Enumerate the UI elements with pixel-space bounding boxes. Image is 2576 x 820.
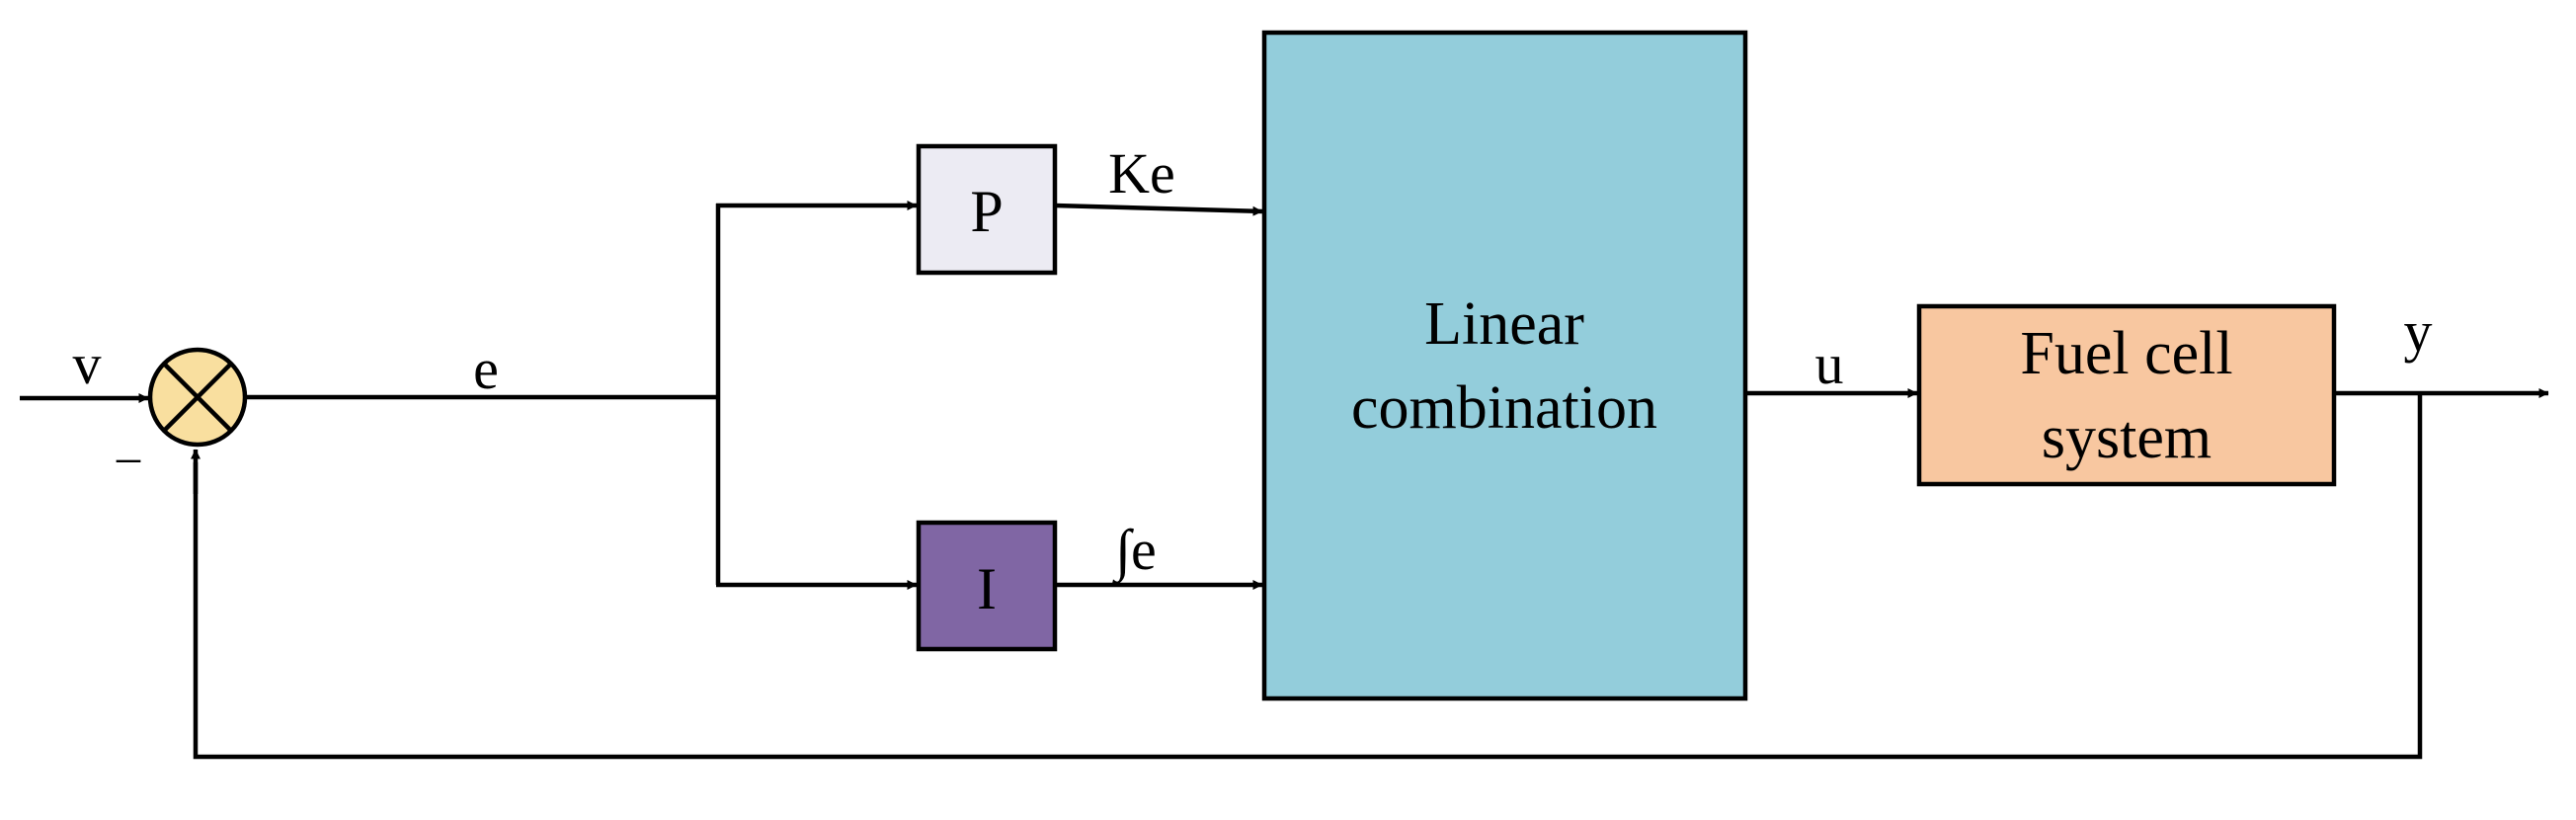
- linear-combination-label-line2: combination: [1351, 374, 1657, 442]
- fuel-cell-system-label-line1: Fuel cell: [2020, 320, 2232, 387]
- signal-label-y: y: [2404, 299, 2433, 364]
- arrow-ke-to-linear: [1054, 203, 1263, 216]
- signal-label-e: e: [473, 337, 499, 401]
- i-block: [916, 520, 1058, 652]
- signal-label-ke: Ke: [1108, 141, 1175, 205]
- minus-sign: _: [116, 415, 141, 467]
- signal-label-v: v: [73, 332, 102, 396]
- p-block: [916, 143, 1058, 276]
- linear-combination-block: [1261, 30, 1748, 701]
- linear-combination-label-line1: Linear: [1424, 290, 1584, 358]
- signal-label-u: u: [1815, 332, 1844, 396]
- summing-junction-cross-b: [162, 362, 233, 433]
- fuel-cell-system-block: [1916, 303, 2337, 487]
- i-block-label: I: [977, 556, 997, 621]
- feedback-path: [193, 393, 2423, 760]
- signal-label-integral-e: ∫e: [1111, 518, 1157, 585]
- p-block-label: P: [970, 179, 1003, 244]
- fuel-cell-system-label-line2: system: [2042, 404, 2212, 471]
- summing-junction: [147, 347, 248, 448]
